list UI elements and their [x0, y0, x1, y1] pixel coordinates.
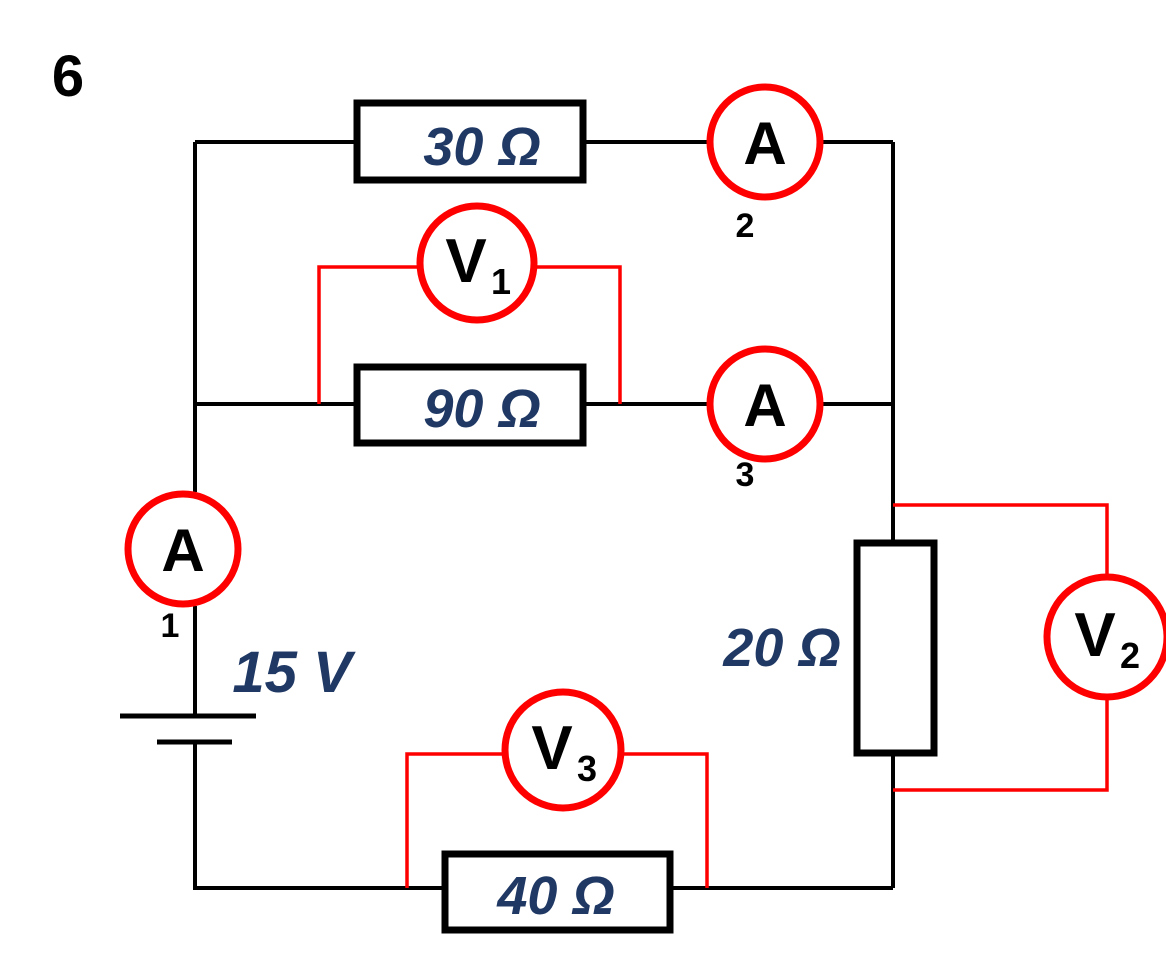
battery-symbol [120, 713, 256, 745]
voltmeter-wires [317, 265, 1109, 888]
voltmeter-2-sub: 2 [1120, 635, 1140, 676]
resistor-40-label: 40 Ω [496, 866, 614, 926]
voltmeter-1: V 1 [416, 202, 538, 324]
voltmeter-1-letter: V [445, 227, 486, 296]
resistor-90-label: 90 Ω [423, 379, 540, 439]
ammeter-2-index: 2 [736, 207, 755, 245]
resistor-40-ohm [441, 850, 674, 934]
ammeter-1-letter: A [161, 517, 204, 584]
ammeter-2-letter: A [743, 110, 786, 177]
ammeter-1: A 1 [124, 490, 242, 645]
resistor-20-ohm [853, 539, 938, 757]
voltmeter-1-sub: 1 [491, 261, 511, 302]
resistor-30-ohm [353, 99, 587, 184]
voltmeter-3-sub: 3 [577, 748, 597, 789]
voltmeter-2-letter: V [1074, 601, 1115, 670]
ammeter-3: A 3 [706, 345, 824, 494]
ammeter-3-letter: A [743, 372, 786, 439]
voltmeter-2: V 2 [1043, 573, 1166, 701]
resistor-90-ohm [353, 363, 587, 447]
resistor-30-label: 30 Ω [423, 117, 540, 177]
ammeter-1-index: 1 [161, 607, 180, 645]
voltmeter-3-letter: V [531, 714, 572, 783]
voltmeter-3: V 3 [501, 688, 625, 812]
main-wires [193, 140, 895, 890]
battery-voltage-label: 15 V [232, 640, 356, 705]
ammeter-2: A 2 [706, 83, 824, 245]
problem-number: 6 [52, 44, 84, 109]
ammeter-3-index: 3 [736, 456, 755, 494]
resistor-20-label: 20 Ω [722, 618, 840, 678]
